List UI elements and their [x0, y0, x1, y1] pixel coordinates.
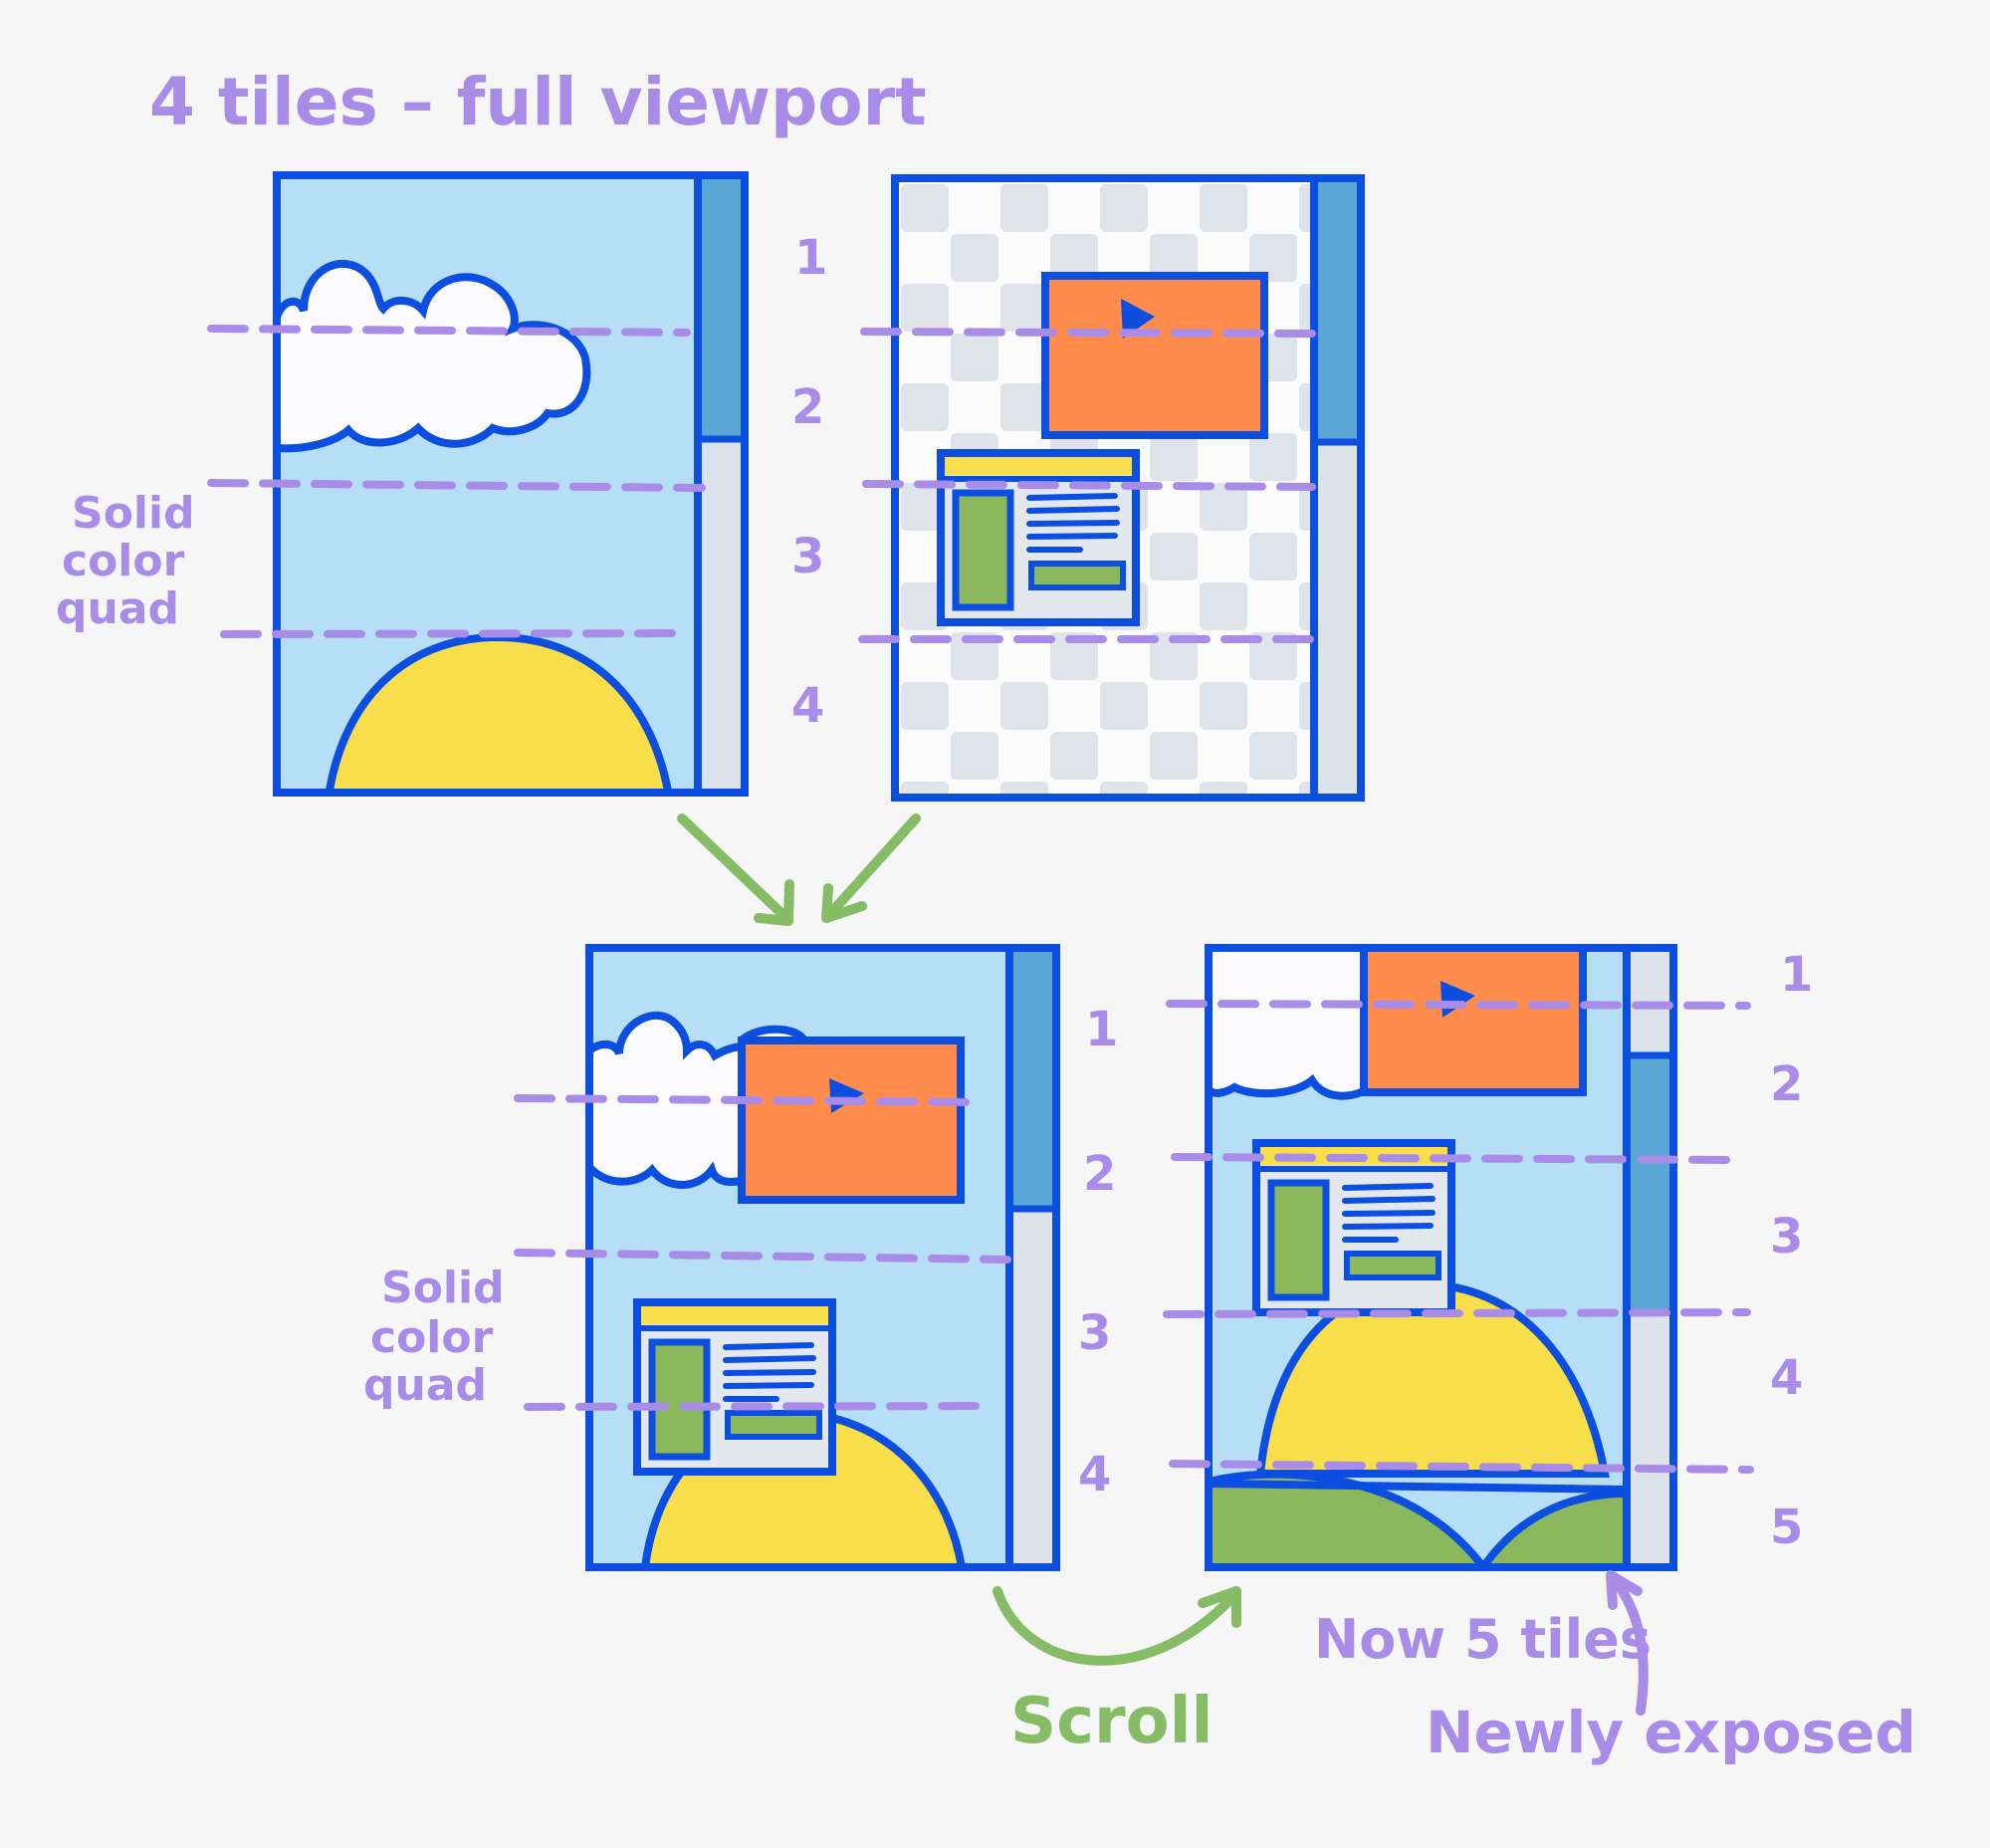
svg-text:Solid: Solid — [72, 488, 195, 539]
play-icon — [1121, 299, 1155, 339]
scrollbar-thumb — [702, 175, 745, 439]
panel-composited — [585, 944, 1060, 1571]
svg-text:5: 5 — [1770, 1500, 1803, 1555]
svg-text:4: 4 — [791, 678, 824, 734]
svg-text:4: 4 — [1078, 1447, 1111, 1502]
tile-numbers-top: 1 2 3 4 — [791, 230, 827, 734]
panel-sky-layer — [273, 171, 749, 797]
solid-color-quad-label-2: Solid color quad — [363, 1263, 505, 1411]
cloud-icon — [277, 259, 591, 453]
svg-text:3: 3 — [1770, 1209, 1803, 1265]
arrow-up-icon — [1606, 1570, 1649, 1716]
card-element — [633, 1298, 836, 1476]
tile-dividers-panel-4 — [1163, 1000, 1754, 1474]
hill-icon — [1478, 1490, 1627, 1567]
card-element — [1252, 1139, 1455, 1316]
panel-scrolled — [1205, 944, 1677, 1571]
tile-numbers-bottom-right: 1 2 3 4 5 — [1770, 947, 1813, 1555]
scroll-label: Scroll — [1010, 1685, 1213, 1758]
video-element — [1041, 272, 1268, 439]
svg-text:2: 2 — [791, 379, 824, 435]
svg-text:quad: quad — [56, 583, 179, 634]
video-element — [738, 1037, 965, 1204]
solid-color-quad-label-1: Solid color quad — [56, 488, 195, 634]
tile-dividers-panel-3 — [514, 1094, 1011, 1411]
tile-dividers-panel-1 — [207, 325, 706, 638]
scrollbar-thumb — [1318, 178, 1361, 442]
svg-text:color: color — [62, 536, 185, 586]
svg-text:quad: quad — [363, 1360, 487, 1411]
card-element — [937, 449, 1140, 626]
curved-arrow-icon — [993, 1586, 1241, 1666]
svg-text:1: 1 — [1085, 1002, 1118, 1057]
newly-exposed-label: Newly exposed — [1426, 1699, 1916, 1766]
arrow-down-icon — [677, 813, 921, 926]
title: 4 tiles – full viewport — [149, 64, 927, 140]
tile-numbers-bottom-left: 1 2 3 4 — [1078, 1002, 1118, 1502]
cloud-icon — [1209, 948, 1378, 1100]
svg-text:Solid: Solid — [381, 1263, 505, 1313]
scrollbar-thumb — [1631, 1055, 1673, 1312]
tile-dividers-panel-2 — [858, 328, 1316, 643]
svg-text:4: 4 — [1770, 1350, 1803, 1406]
svg-text:2: 2 — [1770, 1056, 1803, 1112]
svg-text:1: 1 — [1780, 947, 1813, 1003]
now-tiles-label: Now 5 tiles — [1314, 1608, 1652, 1671]
svg-text:2: 2 — [1083, 1146, 1116, 1202]
scrollbar-thumb — [1013, 948, 1056, 1209]
svg-text:color: color — [370, 1312, 494, 1363]
video-element — [1360, 948, 1587, 1096]
svg-text:1: 1 — [794, 230, 827, 286]
svg-text:3: 3 — [1078, 1305, 1111, 1361]
svg-text:3: 3 — [791, 529, 824, 584]
